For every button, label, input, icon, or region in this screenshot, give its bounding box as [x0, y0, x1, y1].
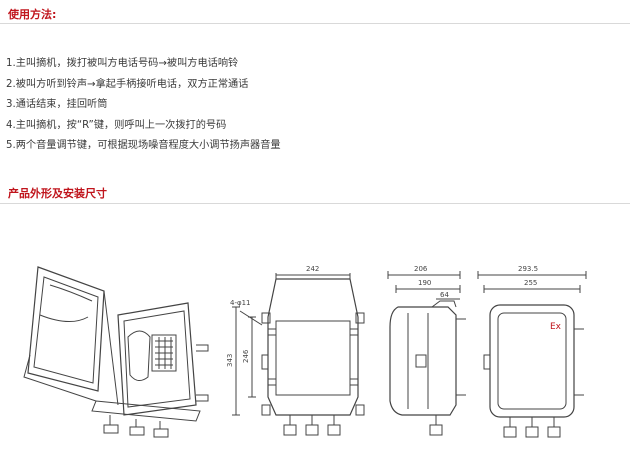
ex-mark: Ex [550, 322, 562, 332]
usage-step: 4.主叫摘机，按“R”键，则呼叫上一次拨打的号码 [6, 119, 227, 131]
front-view-drawing [232, 273, 365, 436]
usage-step: 3.通话结束，挂回听筒 [6, 99, 108, 110]
dimensions-title: 产品外形及安装尺寸 [8, 187, 107, 200]
dim-front-holes: 4-φ11 [230, 299, 251, 307]
divider [0, 23, 630, 24]
usage-step: 5.两个音量调节键，可根据现场噪音程度大小调节扬声器音量 [6, 140, 281, 151]
divider [0, 203, 630, 204]
dim-side-depth3: 64 [440, 291, 449, 299]
usage-step: 2.被叫方听到铃声→拿起手柄接听电话，双方正常通话 [6, 78, 249, 90]
dim-front-height-outer: 343 [226, 354, 234, 367]
dim-back-width-inner: 255 [524, 279, 537, 287]
dim-front-height-inner: 246 [242, 349, 250, 363]
usage-title: 使用方法: [8, 8, 57, 21]
back-view-drawing [477, 271, 587, 438]
usage-steps: 1.主叫摘机，拨打被叫方电话号码→被叫方电话响铃 2.被叫方听到铃声→拿起手柄接… [6, 54, 281, 157]
dim-front-width: 242 [306, 265, 319, 273]
usage-step: 1.主叫摘机，拨打被叫方电话号码→被叫方电话响铃 [6, 58, 239, 69]
dim-back-width-outer: 293.5 [518, 265, 538, 273]
dim-side-depth: 206 [414, 265, 428, 273]
product-drawings: 242 4-φ11 343 246 206 190 64 293.5 255 E… [23, 265, 587, 438]
side-view-drawing [387, 271, 466, 436]
perspective-drawing [23, 266, 209, 438]
dim-side-depth2: 190 [418, 279, 431, 287]
